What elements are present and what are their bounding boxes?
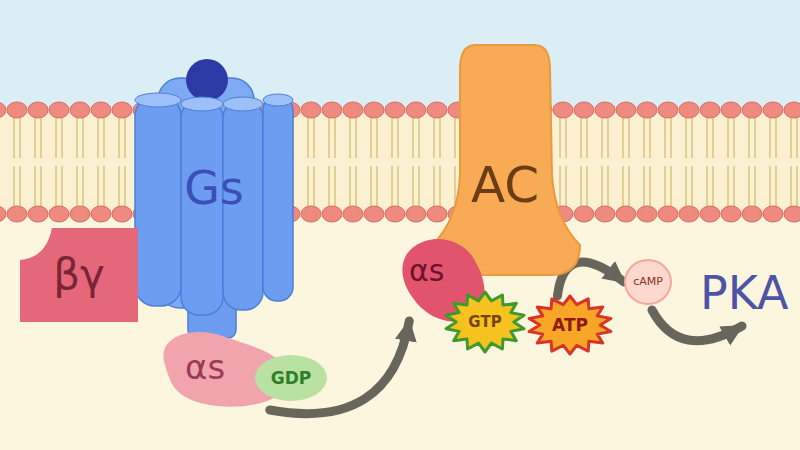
beta-gamma-subunit: βγ — [20, 228, 138, 322]
node-label: ATP — [552, 316, 588, 335]
node-label: αs — [409, 254, 444, 287]
membrane-core — [0, 110, 800, 214]
camp-molecule: cAMP — [624, 259, 672, 305]
node-label: GDP — [271, 369, 312, 388]
gdp-molecule: GDP — [255, 355, 327, 401]
gtp-molecule: GTP — [445, 292, 525, 352]
lipid-heads — [0, 102, 800, 222]
node-label: AC — [471, 158, 539, 213]
adenylyl-cyclase: AC — [430, 45, 580, 275]
receptor-illustration — [135, 59, 293, 338]
extracellular-space — [0, 0, 800, 108]
node-label: αs — [185, 349, 225, 386]
node-label: cAMP — [633, 276, 663, 288]
cytoplasm — [0, 108, 800, 450]
kinase-label: PKA — [700, 268, 789, 319]
receptor: Gs — [135, 70, 293, 336]
node-label: GTP — [468, 314, 501, 331]
atp-molecule: ATP — [528, 296, 612, 354]
lipid-tails — [0, 110, 800, 214]
node-label: βγ — [53, 252, 105, 298]
node-label: Gs — [184, 163, 244, 214]
